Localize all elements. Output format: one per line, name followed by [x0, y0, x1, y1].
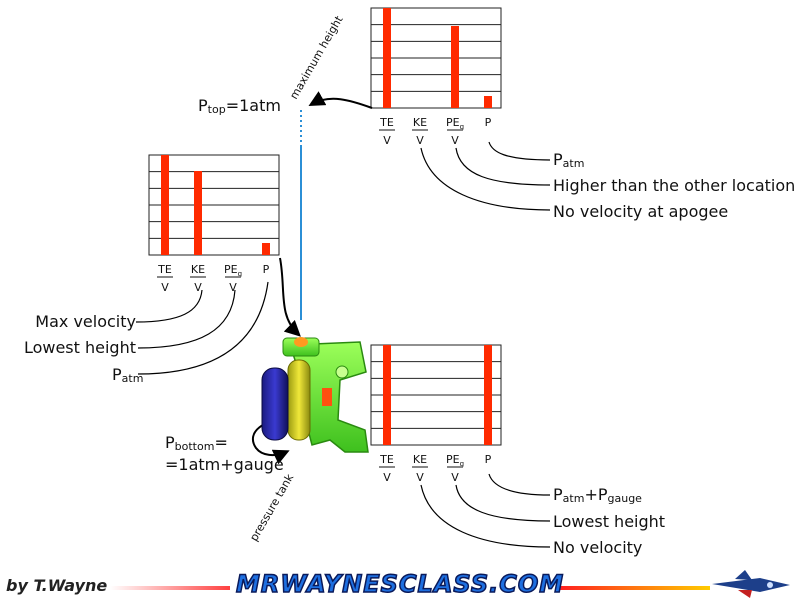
category-label-pe: PEg [446, 116, 464, 131]
footer-stripe-left [110, 586, 230, 590]
maximum-height-label: maximum height [287, 13, 346, 101]
bottom-note-patm-pgauge: Patm+Pgauge [553, 485, 642, 505]
apex-note-higher: Higher than the other location [553, 176, 795, 195]
water-gun-illustration [261, 337, 369, 453]
category-denominator: V [451, 471, 459, 484]
category-label-ke: KE [191, 263, 205, 276]
rocket-logo [712, 570, 790, 598]
category-denominator: V [383, 134, 391, 147]
category-denominator: V [383, 471, 391, 484]
bar-p [262, 243, 270, 255]
category-denominator: V [451, 134, 459, 147]
apex-leaders [420, 141, 551, 211]
author-credit: by T.Wayne [6, 576, 108, 595]
category-denominator: V [229, 281, 237, 294]
bar-ke [194, 171, 202, 255]
arrow-middle-to-gun [279, 257, 301, 337]
category-label-pe: PEg [224, 263, 242, 278]
bottom-note-no-velocity: No velocity [553, 538, 642, 557]
category-denominator: V [161, 281, 169, 294]
category-label-p: P [263, 263, 270, 276]
apex-note-no-velocity: No velocity at apogee [553, 202, 728, 221]
category-label-te: TE [157, 263, 172, 276]
bar-te [383, 8, 391, 108]
footer-stripe-right [560, 586, 710, 590]
pressure-tank-label: pressure tank [247, 471, 296, 543]
category-label-p: P [485, 116, 492, 129]
middle-note-patm: Patm [112, 365, 143, 385]
category-label-te: TE [379, 453, 394, 466]
category-denominator: V [416, 471, 424, 484]
middle-note-max-velocity: Max velocity [35, 312, 136, 331]
apex-note-patm: Patm [553, 150, 584, 170]
bar-te [161, 155, 169, 255]
category-label-ke: KE [413, 116, 427, 129]
bar-p [484, 345, 492, 445]
category-label-p: P [485, 453, 492, 466]
bottom-note-lowest-height: Lowest height [553, 512, 665, 531]
bar-pe [451, 26, 459, 108]
bar-te [383, 345, 391, 445]
category-denominator: V [194, 281, 202, 294]
category-label-pe: PEg [446, 453, 464, 468]
category-label-ke: KE [413, 453, 427, 466]
arrow-to-p-top [308, 91, 373, 109]
p-bottom-label: Pbottom= [165, 433, 228, 453]
p-top-label: Ptop=1atm [198, 96, 281, 116]
bar-p [484, 96, 492, 108]
p-bottom-formula: =1atm+gauge [165, 455, 284, 474]
category-label-te: TE [379, 116, 394, 129]
middle-leaders [135, 281, 269, 375]
site-banner[interactable]: MRWAYNESCLASS.COM [235, 569, 565, 599]
category-denominator: V [416, 134, 424, 147]
bottom-leaders [420, 473, 551, 548]
middle-note-lowest-height: Lowest height [24, 338, 136, 357]
